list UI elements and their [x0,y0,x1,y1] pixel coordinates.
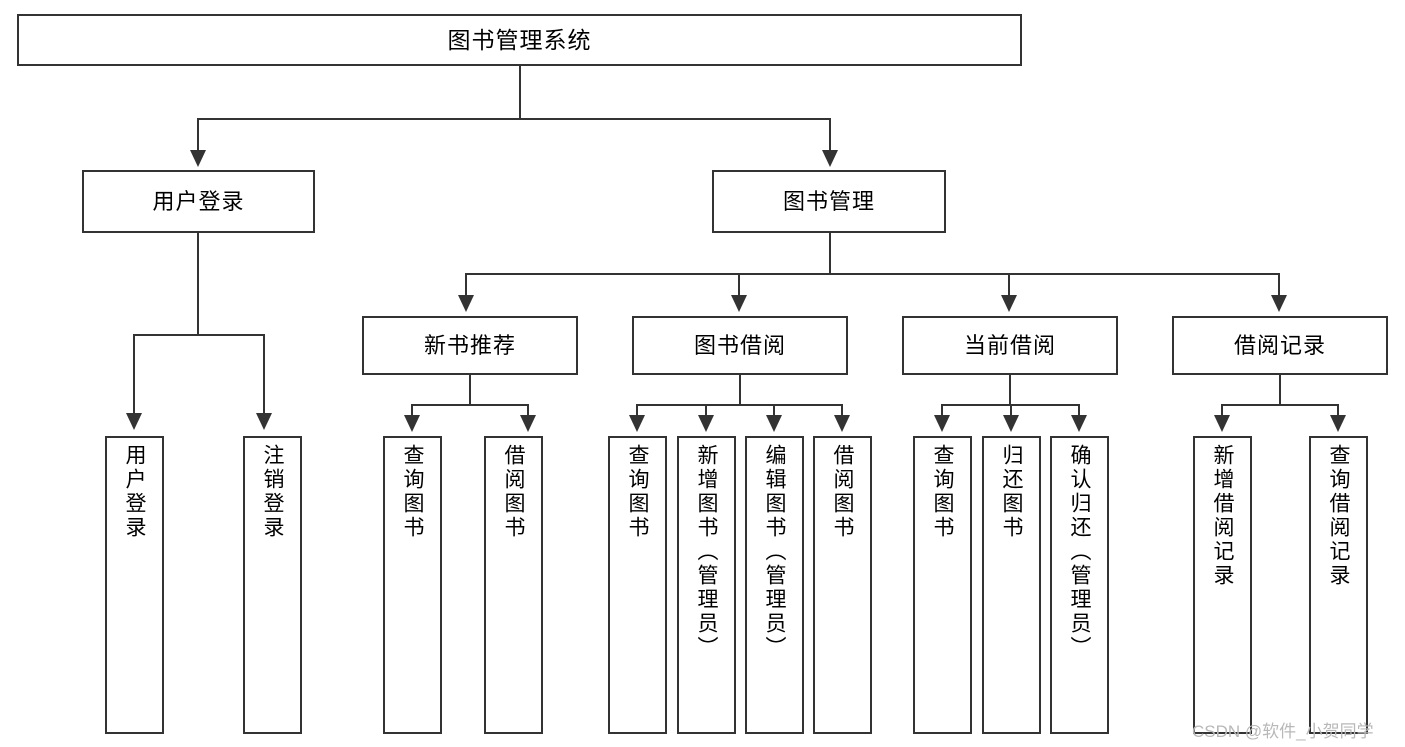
connector-root-to-book-mgmt [829,118,831,153]
connector-borrow-record-drop-2 [1337,404,1339,418]
connector-new-book-drop-1 [411,404,413,418]
leaf-label: 新增借阅记录 [1211,444,1234,588]
arrow-current-borrow-leaf-1 [934,415,950,432]
leaf-label: 借阅图书 [831,444,854,540]
node-label: 当前借阅 [963,332,1056,358]
connector-borrow-record-drop-1 [1221,404,1223,418]
connector-book-borrow-drop-3 [773,404,775,418]
leaf-borrow-record-add-record[interactable]: 新增借阅记录 [1193,436,1252,734]
node-current-borrow[interactable]: 当前借阅 [902,316,1118,375]
node-label: 新书推荐 [423,332,516,358]
node-new-book-recommend[interactable]: 新书推荐 [362,316,578,375]
arrow-borrow-record-leaf-1 [1214,415,1230,432]
node-borrow-record[interactable]: 借阅记录 [1172,316,1388,375]
leaf-book-borrow-add-book-admin[interactable]: 新增图书（管理员） [677,436,736,734]
connector-current-borrow-drop-3 [1078,404,1080,418]
connector-book-borrow-bar [636,404,843,406]
connector-current-borrow-stem [1009,375,1011,406]
leaf-book-borrow-query-book[interactable]: 查询图书 [608,436,667,734]
connector-borrow-record-stem [1279,375,1281,406]
connector-book-borrow-drop-2 [705,404,707,418]
connector-book-borrow-stem [739,375,741,406]
leaf-label: 借阅图书 [502,444,525,540]
arrow-book-mgmt-to-new-book [458,295,474,312]
connector-book-borrow-drop-4 [841,404,843,418]
node-book-borrow[interactable]: 图书借阅 [632,316,848,375]
node-label: 图书借阅 [693,332,786,358]
connector-book-mgmt-stem [829,233,831,275]
arrow-current-borrow-leaf-3 [1071,415,1087,432]
connector-book-mgmt-bar [465,273,1280,275]
node-label: 图书管理系统 [447,26,592,53]
connector-user-login-stem [197,233,199,336]
leaf-label: 新增图书（管理员） [695,444,718,660]
connector-current-borrow-drop-2 [1010,404,1012,418]
node-book-management[interactable]: 图书管理 [712,170,946,233]
arrow-current-borrow-leaf-2 [1003,415,1019,432]
arrow-book-borrow-leaf-1 [629,415,645,432]
connector-current-borrow-drop-1 [941,404,943,418]
node-user-login[interactable]: 用户登录 [82,170,315,233]
arrow-book-mgmt-to-current-borrow [1001,295,1017,312]
arrow-root-to-user-login [190,150,206,167]
leaf-label: 查询图书 [931,444,954,540]
connector-book-mgmt-drop-4 [1278,273,1280,298]
connector-user-login-drop-1 [133,334,135,416]
connector-new-book-stem [469,375,471,406]
arrow-book-borrow-leaf-3 [766,415,782,432]
leaf-new-book-borrow-book[interactable]: 借阅图书 [484,436,543,734]
connector-book-borrow-drop-1 [636,404,638,418]
connector-root-bar [197,118,831,120]
leaf-book-borrow-borrow-book[interactable]: 借阅图书 [813,436,872,734]
arrow-borrow-record-leaf-2 [1330,415,1346,432]
node-label: 借阅记录 [1233,332,1326,358]
connector-user-login-bar [133,334,265,336]
arrow-root-to-book-mgmt [822,150,838,167]
connector-root-to-user-login [197,118,199,153]
leaf-label: 注销登录 [261,444,284,540]
connector-root-stem [519,66,521,119]
leaf-current-borrow-confirm-return-admin[interactable]: 确认归还（管理员） [1050,436,1109,734]
node-root-system[interactable]: 图书管理系统 [17,14,1022,66]
node-label: 用户登录 [152,188,245,214]
leaf-user-login-login[interactable]: 用户登录 [105,436,164,734]
connector-new-book-drop-2 [527,404,529,418]
arrow-new-book-leaf-1 [404,415,420,432]
leaf-current-borrow-query-book[interactable]: 查询图书 [913,436,972,734]
connector-borrow-record-bar [1221,404,1339,406]
connector-book-mgmt-drop-3 [1008,273,1010,298]
leaf-borrow-record-query-record[interactable]: 查询借阅记录 [1309,436,1368,734]
arrow-user-login-leaf-2 [256,413,272,430]
leaf-label: 查询图书 [401,444,424,540]
arrow-book-borrow-leaf-4 [834,415,850,432]
leaf-label: 用户登录 [123,444,146,540]
leaf-book-borrow-edit-book-admin[interactable]: 编辑图书（管理员） [745,436,804,734]
connector-user-login-drop-2 [263,334,265,416]
leaf-current-borrow-return-book[interactable]: 归还图书 [982,436,1041,734]
leaf-label: 编辑图书（管理员） [763,444,786,660]
arrow-book-mgmt-to-borrow-record [1271,295,1287,312]
connector-book-mgmt-drop-2 [738,273,740,298]
node-label: 图书管理 [782,188,875,214]
connector-new-book-bar [411,404,529,406]
connector-book-mgmt-drop-1 [465,273,467,298]
leaf-label: 归还图书 [1000,444,1023,540]
arrow-book-mgmt-to-book-borrow [731,295,747,312]
leaf-label: 确认归还（管理员） [1068,444,1091,660]
leaf-new-book-query-book[interactable]: 查询图书 [383,436,442,734]
arrow-user-login-leaf-1 [126,413,142,430]
leaf-user-login-logout[interactable]: 注销登录 [243,436,302,734]
arrow-book-borrow-leaf-2 [698,415,714,432]
leaf-label: 查询图书 [626,444,649,540]
leaf-label: 查询借阅记录 [1327,444,1350,588]
arrow-new-book-leaf-2 [520,415,536,432]
